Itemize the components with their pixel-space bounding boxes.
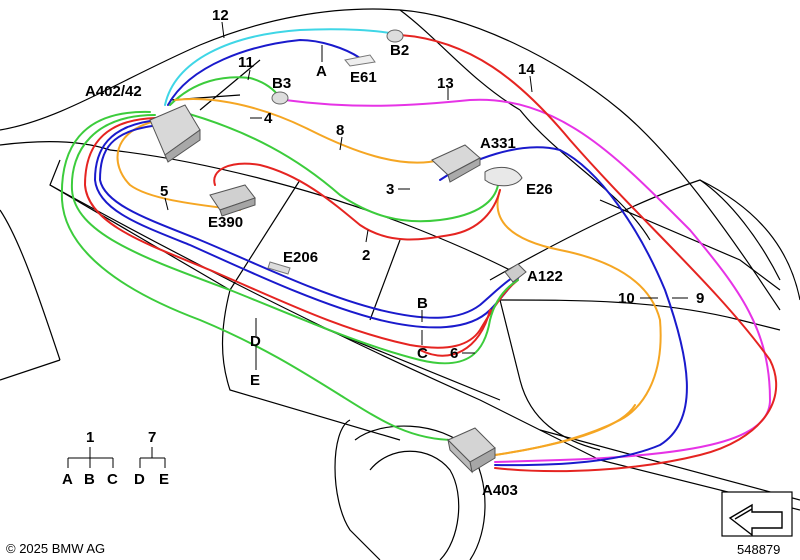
label-E26: E26 bbox=[526, 181, 553, 198]
A122-module bbox=[504, 263, 527, 283]
label-B: B bbox=[417, 295, 428, 312]
E206-lamp bbox=[267, 261, 291, 275]
legend-7-item-d: D bbox=[134, 471, 145, 488]
label-A402: A402/42 bbox=[85, 83, 142, 100]
copyright-text: © 2025 BMW AG bbox=[6, 541, 105, 556]
wire-12-cyan bbox=[164, 28, 401, 106]
label-4: 4 bbox=[264, 110, 273, 127]
wire-E-green bbox=[60, 110, 456, 441]
leader-lines bbox=[164, 21, 688, 370]
label-8: 8 bbox=[336, 122, 344, 139]
label-5: 5 bbox=[160, 183, 168, 200]
wire-10-orange bbox=[494, 189, 662, 456]
A331-module bbox=[431, 144, 481, 183]
label-D: D bbox=[250, 333, 261, 350]
label-9: 9 bbox=[696, 290, 704, 307]
E26-lamp bbox=[484, 166, 523, 187]
part-labels: 12 11 A E61 B2 14 A402/42 B3 13 4 8 A331… bbox=[85, 7, 704, 499]
label-6: 6 bbox=[450, 345, 458, 362]
wire-A403-orange bbox=[494, 404, 636, 456]
A402-module bbox=[149, 104, 201, 163]
legend-1-title: 1 bbox=[86, 429, 94, 446]
label-3: 3 bbox=[386, 181, 394, 198]
label-12: 12 bbox=[212, 7, 229, 24]
label-A331: A331 bbox=[480, 135, 516, 152]
legend-1-item-b: B bbox=[84, 471, 95, 488]
wire-13-magenta bbox=[284, 98, 771, 463]
wire-6-red bbox=[419, 309, 491, 357]
label-A403: A403 bbox=[482, 482, 518, 499]
label-2: 2 bbox=[362, 247, 370, 264]
wire-B-blue bbox=[99, 124, 516, 319]
A403-module bbox=[447, 427, 496, 474]
wire-harness bbox=[60, 28, 778, 473]
car-body-outline bbox=[0, 8, 800, 560]
label-A: A bbox=[316, 63, 327, 80]
wire-11-green bbox=[169, 76, 281, 106]
wire-8-orange bbox=[174, 98, 441, 164]
label-A122: A122 bbox=[527, 268, 563, 285]
label-E: E bbox=[250, 372, 260, 389]
label-14: 14 bbox=[518, 61, 535, 78]
navigation-icon-box bbox=[721, 491, 793, 537]
legend-1-item-a: A bbox=[62, 471, 73, 488]
label-B3: B3 bbox=[272, 75, 291, 92]
label-10: 10 bbox=[618, 290, 635, 307]
label-13: 13 bbox=[437, 75, 454, 92]
B3-sensor bbox=[271, 91, 289, 105]
E61-lamp bbox=[344, 54, 376, 67]
E390-module bbox=[209, 184, 256, 217]
wire-2-red bbox=[213, 162, 501, 241]
wire-A-blue bbox=[167, 39, 361, 106]
wire-14-red bbox=[399, 34, 778, 473]
legend-group-7: 7 D E bbox=[134, 429, 169, 488]
label-B2: B2 bbox=[390, 42, 409, 59]
label-E206: E206 bbox=[283, 249, 318, 266]
label-11: 11 bbox=[238, 54, 254, 71]
legend-7-item-e: E bbox=[159, 471, 169, 488]
legend-group-1: 1 A B C bbox=[62, 429, 118, 488]
components bbox=[149, 29, 527, 474]
legend-7-title: 7 bbox=[148, 429, 156, 446]
wire-3-green bbox=[174, 109, 499, 223]
wire-4-orange bbox=[116, 119, 241, 211]
wire-D-green bbox=[70, 114, 519, 365]
diagram-number: 548879 bbox=[737, 542, 780, 557]
label-E61: E61 bbox=[350, 69, 377, 86]
label-E390: E390 bbox=[208, 214, 243, 231]
B2-sensor bbox=[386, 29, 404, 43]
legend-1-item-c: C bbox=[107, 471, 118, 488]
wire-9-blue bbox=[439, 146, 688, 467]
label-C: C bbox=[417, 345, 428, 362]
wire-C-red bbox=[84, 117, 519, 349]
